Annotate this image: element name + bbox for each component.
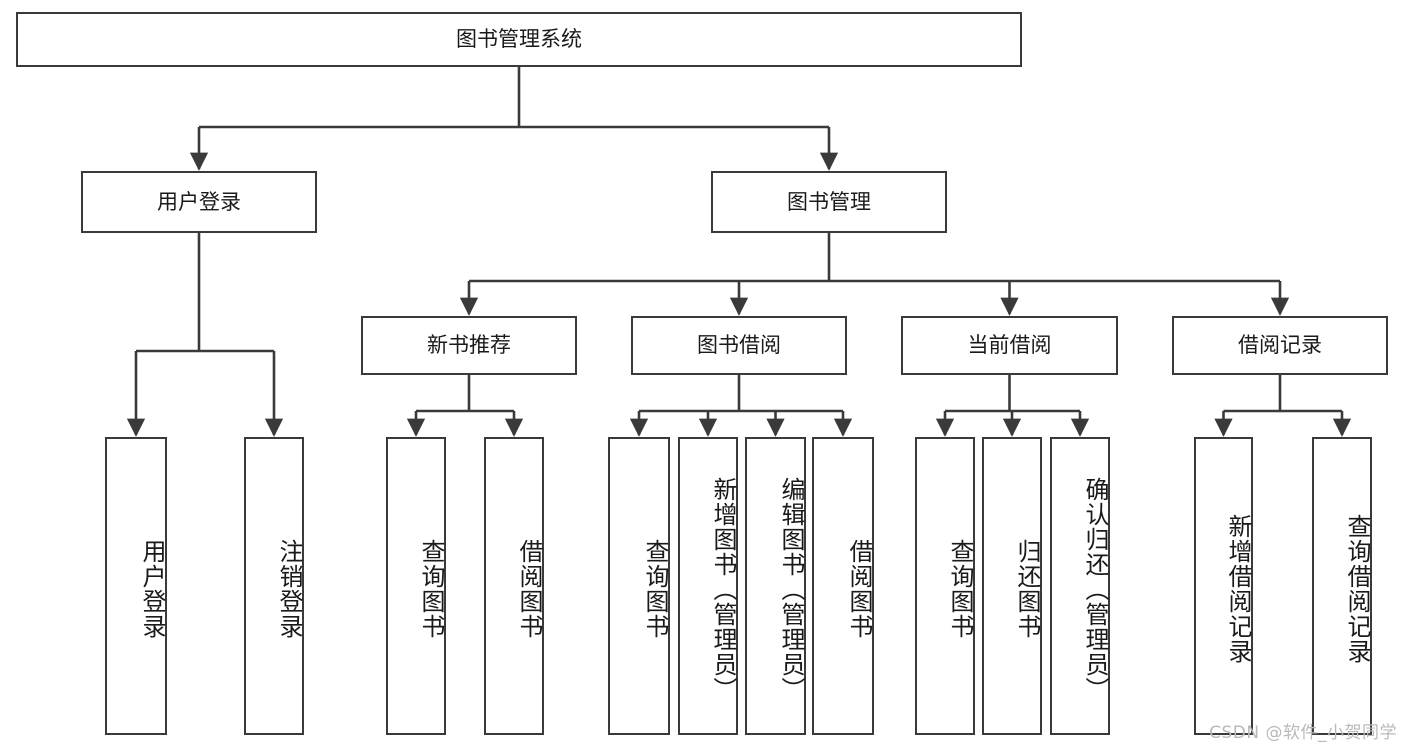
node-current[interactable]: 当前借阅 (901, 316, 1118, 375)
node-l-rc-query[interactable]: 查询借阅记录 (1312, 437, 1372, 735)
node-label: 用户登录 (157, 189, 241, 214)
node-l-nb-query[interactable]: 查询图书 (386, 437, 446, 735)
node-label: 查询图书 (417, 539, 445, 639)
node-label: 图书借阅 (697, 333, 781, 358)
node-label: 图书管理系统 (456, 27, 582, 52)
node-root[interactable]: 图书管理系统 (16, 12, 1022, 67)
node-records[interactable]: 借阅记录 (1172, 316, 1388, 375)
node-label: 新增借阅记录 (1224, 514, 1252, 664)
node-l-logout[interactable]: 注销登录 (244, 437, 304, 735)
node-label: 查询图书 (641, 539, 669, 639)
node-l-cu-query[interactable]: 查询图书 (915, 437, 975, 735)
node-login[interactable]: 用户登录 (81, 171, 317, 233)
node-newbook[interactable]: 新书推荐 (361, 316, 577, 375)
node-l-bw-edit[interactable]: 编辑图书（管理员） (745, 437, 806, 735)
node-l-login[interactable]: 用户登录 (105, 437, 167, 735)
node-label: 查询图书 (946, 539, 974, 639)
node-label: 编辑图书（管理员） (777, 476, 805, 702)
node-l-bw-borrow[interactable]: 借阅图书 (812, 437, 874, 735)
node-label: 查询借阅记录 (1343, 514, 1371, 664)
node-l-rc-add[interactable]: 新增借阅记录 (1194, 437, 1253, 735)
node-label: 确认归还（管理员） (1081, 476, 1109, 702)
node-l-cu-return[interactable]: 归还图书 (982, 437, 1042, 735)
node-label: 用户登录 (138, 539, 166, 639)
node-label: 图书管理 (787, 189, 871, 214)
node-label: 借阅记录 (1238, 333, 1322, 358)
node-l-nb-borrow[interactable]: 借阅图书 (484, 437, 544, 735)
node-bookmgmt[interactable]: 图书管理 (711, 171, 947, 233)
node-label: 注销登录 (275, 539, 303, 639)
node-label: 借阅图书 (845, 539, 873, 639)
node-label: 归还图书 (1013, 539, 1041, 639)
node-l-bw-query[interactable]: 查询图书 (608, 437, 670, 735)
node-label: 新增图书（管理员） (709, 476, 737, 702)
node-borrow[interactable]: 图书借阅 (631, 316, 847, 375)
watermark: CSDN @软件_小贺同学 (1209, 723, 1397, 743)
node-label: 当前借阅 (967, 333, 1052, 358)
node-label: 新书推荐 (427, 333, 511, 358)
node-l-bw-add[interactable]: 新增图书（管理员） (678, 437, 738, 735)
node-label: 借阅图书 (515, 539, 543, 639)
node-l-cu-confirm[interactable]: 确认归还（管理员） (1050, 437, 1110, 735)
